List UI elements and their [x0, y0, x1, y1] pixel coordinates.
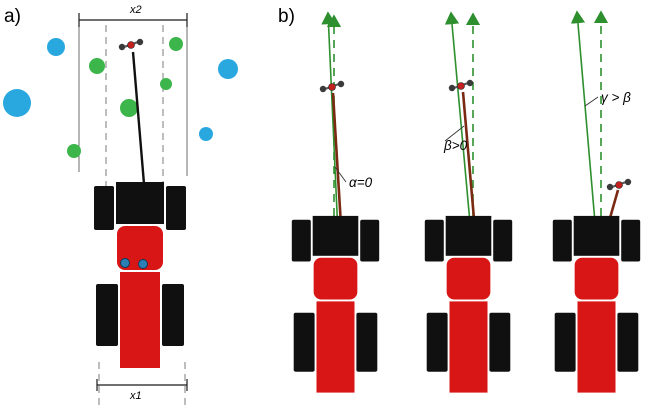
- case3-direction-arrow: [570, 10, 597, 235]
- case2-angle-label: β>0: [443, 138, 468, 153]
- panel-a-measure-bottom: x1: [96, 379, 188, 402]
- headlight-right: [138, 259, 148, 269]
- panel-a-label: a): [4, 6, 21, 27]
- case-1: α=0: [291, 11, 380, 393]
- fruit-green-circle: [160, 78, 172, 90]
- fruit-green-circle: [89, 58, 105, 74]
- robot-b1: [291, 215, 380, 393]
- fruit-green-circle: [120, 99, 138, 117]
- robot-b2: [424, 215, 513, 393]
- fruits-blue: [3, 38, 238, 141]
- fruits-green: [67, 37, 183, 158]
- headlight-left: [120, 258, 130, 268]
- panel-b-label: b): [278, 6, 295, 27]
- sensor-b1-icon: [319, 79, 345, 94]
- case1-leader-line: [334, 166, 347, 183]
- fruit-blue-circle: [47, 38, 65, 56]
- fruit-blue-circle: [3, 89, 31, 117]
- fruit-blue-circle: [199, 127, 213, 141]
- measure-bottom-label: x1: [129, 390, 142, 402]
- case2-leader-line: [444, 125, 465, 142]
- sensor-a-icon: [118, 37, 144, 52]
- robot-b3: [552, 215, 641, 393]
- panel-a-measure-top: x2: [78, 4, 188, 27]
- fruit-green-circle: [169, 37, 183, 51]
- case-2: β>0: [424, 11, 513, 393]
- fruit-blue-circle: [218, 59, 238, 79]
- measure-top-label: x2: [129, 4, 142, 16]
- case3-angle-label: γ > β: [601, 90, 631, 105]
- case1-angle-label: α=0: [349, 175, 373, 190]
- case-3: γ > β: [552, 10, 641, 393]
- case2-direction-arrow: [444, 11, 472, 235]
- robot-a: [94, 182, 186, 368]
- fruit-green-circle: [67, 144, 81, 158]
- case3-leader-line: [584, 96, 599, 107]
- sensor-b2-icon: [448, 78, 474, 93]
- case1-direction-arrow: [321, 11, 339, 235]
- sensor-b3-icon: [606, 177, 632, 192]
